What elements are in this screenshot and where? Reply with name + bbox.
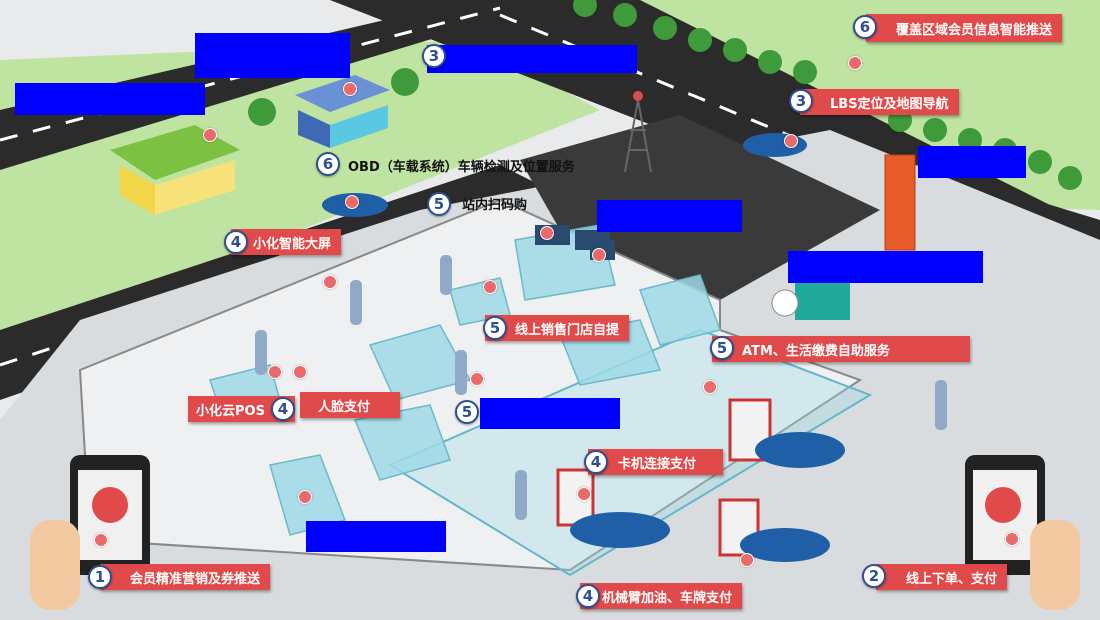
hotspot-dot xyxy=(740,553,754,567)
coupon-icon xyxy=(92,487,128,523)
hotspot-dot xyxy=(1005,532,1019,546)
road-upper-diagonal xyxy=(330,0,1100,300)
trees xyxy=(248,0,1082,190)
hotspot-dot xyxy=(703,380,717,394)
people xyxy=(255,255,947,520)
label-smart-screen: 小化智能大屏 xyxy=(231,229,342,255)
label-atm-service: ATM、生活缴费自助服务 xyxy=(712,336,970,362)
label-face-pay: 人脸支付 xyxy=(300,392,400,418)
hotspot-dot xyxy=(592,248,606,262)
badge-4-screen: 4 xyxy=(224,230,248,254)
label-online-pickup: 线上销售门店自提 xyxy=(485,315,630,341)
badge-5-pickup: 5 xyxy=(483,316,507,340)
hotspot-dot xyxy=(784,134,798,148)
road-top xyxy=(0,0,560,170)
label-coverage-push: 覆盖区域会员信息智能推送 xyxy=(866,14,1063,42)
redacted-box xyxy=(195,33,350,78)
label-obd-service: OBD（车载系统）车辆检测及位置服务 xyxy=(348,159,575,175)
signal-tower-icon xyxy=(624,99,652,173)
phone-left xyxy=(30,455,150,610)
badge-5-redacted: 5 xyxy=(455,400,479,424)
hotspot-dot xyxy=(203,128,217,142)
label-robotic-fuel: 机械臂加油、车牌支付 xyxy=(580,583,743,609)
badge-2: 2 xyxy=(862,564,886,588)
hotspot-dot xyxy=(293,365,307,379)
label-card-pay: 卡机连接支付 xyxy=(588,449,723,475)
hotspot-dot xyxy=(483,280,497,294)
hotspot-dot xyxy=(268,365,282,379)
hotspot-dot xyxy=(298,490,312,504)
redacted-box xyxy=(788,251,983,283)
tower-light xyxy=(633,91,643,101)
entrance-pillar xyxy=(884,154,916,251)
redacted-box xyxy=(918,146,1026,178)
redacted-box xyxy=(597,200,742,232)
badge-3-lbs: 3 xyxy=(789,89,813,113)
label-in-store-scan: 站内扫码购 xyxy=(462,197,528,213)
label-lbs-navigation: LBS定位及地图导航 xyxy=(800,89,959,115)
badge-6-coverage: 6 xyxy=(853,15,877,39)
badge-5-scan: 5 xyxy=(427,192,451,216)
hotspot-dot xyxy=(848,56,862,70)
badge-5-atm: 5 xyxy=(710,336,734,360)
badge-3-tower: 3 xyxy=(422,44,446,68)
hotspot-dot xyxy=(343,82,357,96)
badge-1: 1 xyxy=(88,565,112,589)
badge-4-card: 4 xyxy=(584,450,608,474)
label-member-marketing: 会员精准营销及券推送 xyxy=(100,564,271,590)
hotspot-dot xyxy=(323,275,337,289)
badge-4-robotic: 4 xyxy=(576,584,600,608)
badge-6-obd: 6 xyxy=(316,152,340,176)
atm-kiosk xyxy=(795,280,850,320)
shop-blue xyxy=(295,75,390,148)
hotspot-dot xyxy=(470,372,484,386)
redacted-box xyxy=(480,398,620,429)
redacted-box xyxy=(306,521,446,552)
badge-4-pos: 4 xyxy=(271,397,295,421)
hotspot-dot xyxy=(577,487,591,501)
dollar-coin-icon xyxy=(985,487,1021,523)
label-online-order-pay: 线上下单、支付 xyxy=(876,564,1008,590)
hotspot-dot xyxy=(345,195,359,209)
redacted-box xyxy=(427,45,637,73)
hotspot-dot xyxy=(94,533,108,547)
redacted-box xyxy=(15,83,205,115)
phone-right xyxy=(965,455,1080,610)
hotspot-dot xyxy=(540,226,554,240)
atm-icon xyxy=(771,289,799,317)
